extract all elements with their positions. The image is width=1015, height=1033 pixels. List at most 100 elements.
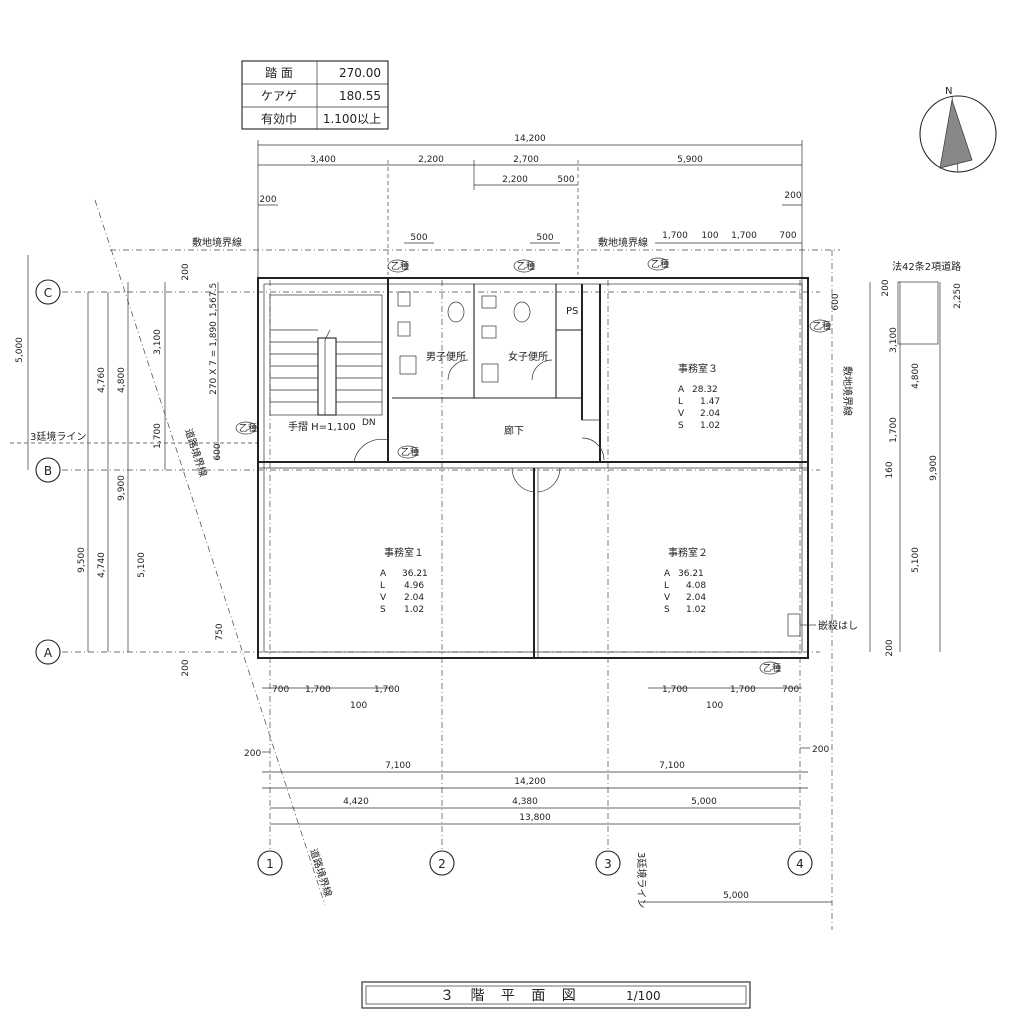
office1-l-key: L [380, 581, 385, 591]
north-label: N [945, 86, 952, 97]
office1-a: 36.21 [402, 569, 428, 579]
fire-door-marks: 乙種 乙種 乙種 乙種 乙種 乙種 乙種 [235, 257, 831, 675]
shift-line-label-vertical: 3廷境ライン [635, 852, 648, 908]
dim-bot-win-r-1: 1,700 [662, 685, 688, 695]
dim-top-2: 2,200 [418, 155, 444, 165]
fixed-window-note: 嵌殺はし [818, 619, 858, 632]
dim-right-600: 600 [831, 293, 841, 310]
dim-right-9900: 9,900 [929, 455, 939, 481]
title-block: ３ 階 平 面 図 1/100 [361, 981, 751, 1009]
dim-left-5000: 5,000 [15, 337, 25, 363]
dim-top-win-4: 700 [779, 231, 796, 241]
mens-wc-label: 男子便所 [426, 350, 466, 363]
dim-right-5100: 5,100 [911, 547, 921, 573]
grid-label-1: 1 [266, 857, 274, 871]
office2-name: 事務室２ [668, 546, 708, 559]
dim-top-win-2: 100 [701, 231, 718, 241]
office3-v-key: V [678, 409, 685, 419]
handrail-label: 手摺 H=1,100 [288, 420, 356, 433]
grid-bubble-c [35, 279, 61, 305]
spec-label-tread: 踏 面 [265, 66, 293, 80]
right-dimensions: 200 600 3,100 4,800 1,700 160 9,900 5,10… [831, 250, 963, 930]
office2-a: 36.21 [678, 569, 704, 579]
dim-top-win-1: 1,700 [662, 231, 688, 241]
dim-right-160: 160 [885, 461, 895, 478]
dim-right-4800: 4,800 [911, 363, 921, 389]
dim-bot-200-r: 200 [812, 745, 829, 755]
dim-left-4740: 4,740 [97, 552, 107, 578]
dim-left-3100: 3,100 [153, 329, 163, 355]
dim-bot-win-l-1: 700 [272, 685, 289, 695]
office3-s-key: S [678, 421, 684, 431]
dim-right-200a: 200 [881, 279, 891, 296]
stair: DN 手摺 H=1,100 270 X 7 = 1,890 1,567.5 [209, 283, 383, 433]
office3-v: 2.04 [700, 409, 720, 419]
office1-s: 1.02 [404, 605, 424, 615]
dim-bot-100-r: 100 [706, 701, 723, 711]
dim-left-9500: 9,500 [77, 547, 87, 573]
dim-left-4760: 4,760 [97, 367, 107, 393]
office3-a-key: A [678, 385, 685, 395]
fire-mark-1: 乙種 [391, 261, 409, 272]
womens-wc-label: 女子便所 [508, 350, 548, 363]
office1-s-key: S [380, 605, 386, 615]
stair-note-2: 1,567.5 [209, 283, 219, 317]
fire-mark-2: 乙種 [517, 261, 535, 272]
dim-top-total: 14,200 [514, 134, 546, 144]
office2-s-key: S [664, 605, 670, 615]
office1-l: 4.96 [404, 581, 424, 591]
stair-note: 270 X 7 = 1,890 [209, 321, 219, 395]
office3-l: 1.47 [700, 397, 720, 407]
dim-bot-200-l: 200 [244, 749, 261, 759]
room-labels: 廊下 事務室１ A 36.21 L 4.96 V 2.04 S 1.02 事務室… [380, 362, 858, 637]
office2-l-key: L [664, 581, 669, 591]
road-boundary-label: 道路境界線 [182, 427, 210, 479]
dim-left-200b: 200 [181, 659, 191, 676]
dim-top-win-3: 1,700 [731, 231, 757, 241]
office1-v: 2.04 [404, 593, 424, 603]
dim-bot-win-r-3: 700 [782, 685, 799, 695]
grid-label-c: C [44, 286, 52, 300]
office3-s: 1.02 [700, 421, 720, 431]
grid-bubble-1 [257, 850, 283, 876]
toilet-fixtures: 男子便所 女子便所 PS [397, 291, 578, 383]
dim-bot-100-l: 100 [350, 701, 367, 711]
drawing-scale: 1/100 [626, 989, 661, 1003]
grid-bubble-2 [429, 850, 455, 876]
grid-label-4: 4 [796, 857, 804, 871]
dim-bot-5000: 5,000 [691, 797, 717, 807]
left-boundaries: 3廷境ライン 道路境界線 道路境界線 [10, 199, 335, 906]
dim-top-4: 5,900 [677, 155, 703, 165]
spec-label-riser: ケアゲ [261, 89, 297, 103]
road-boundary-label-2: 道路境界線 [307, 847, 335, 899]
dim-bot-4380: 4,380 [512, 797, 538, 807]
dim-left-5100: 5,100 [137, 552, 147, 578]
grid-label-b: B [44, 464, 52, 478]
stair-spec-table: 踏 面 270.00 ケアゲ 180.55 有効巾 1.100以上 [241, 60, 389, 130]
dim-left-4800: 4,800 [117, 367, 127, 393]
office3-a: 28.32 [692, 385, 718, 395]
dim-bot-7100-l: 7,100 [385, 761, 411, 771]
spec-value-tread: 270.00 [339, 66, 381, 80]
dim-left-750: 750 [215, 623, 225, 640]
grid-bubble-4 [787, 850, 813, 876]
dim-left-9900: 9,900 [117, 475, 127, 501]
dim-top-200-right: 200 [784, 191, 801, 201]
building-walls [257, 277, 809, 659]
grid-label-2: 2 [438, 857, 446, 871]
dim-right-2250: 2,250 [953, 283, 963, 309]
site-boundary-label-right: 敷地境界線 [841, 366, 854, 416]
dim-top-3: 2,700 [513, 155, 539, 165]
stair-dn-label: DN [362, 418, 376, 428]
dim-right-1700: 1,700 [889, 417, 899, 443]
office1-v-key: V [380, 593, 387, 603]
dim-top-500a: 500 [410, 233, 427, 243]
corridor-label: 廊下 [504, 424, 524, 437]
dim-bot-4420: 4,420 [343, 797, 369, 807]
dim-top-200-left: 200 [259, 195, 276, 205]
dim-bot-win-l-2: 1,700 [305, 685, 331, 695]
site-boundary-label-1: 敷地境界線 [192, 236, 242, 249]
drawing-title: ３ 階 平 面 図 [440, 988, 582, 1004]
office2-v: 2.04 [686, 593, 706, 603]
